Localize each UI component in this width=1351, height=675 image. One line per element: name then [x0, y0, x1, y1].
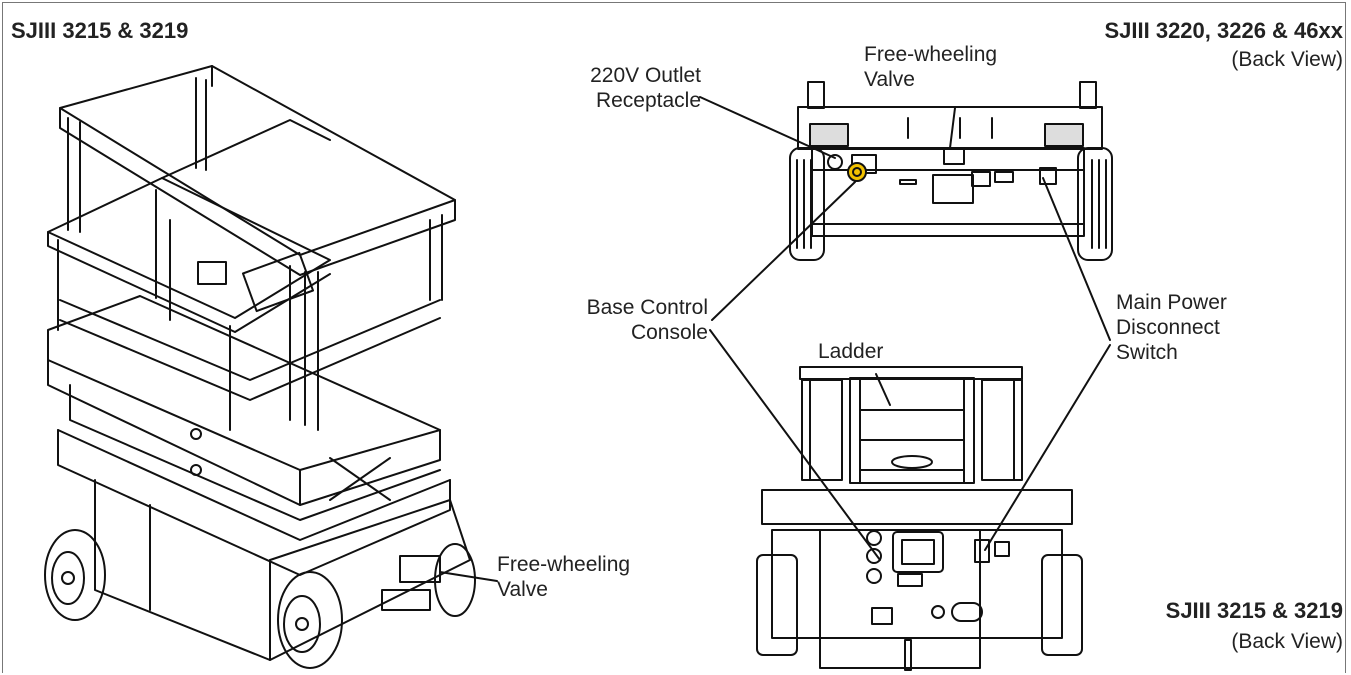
outlet-callout-line2: Receptacle: [595, 89, 701, 112]
bottom-right-model-title: SJIII 3215 & 3219: [1165, 598, 1343, 623]
left-model-title: SJIII 3215 & 3219: [11, 18, 189, 43]
bottom-right-view-subtitle: (Back View): [1231, 630, 1343, 653]
ladder-callout: Ladder: [818, 340, 884, 363]
freewheel-top-line2: Valve: [864, 68, 915, 91]
outlet-callout-line1: 220V Outlet: [590, 64, 701, 87]
base-console-line2: Console: [630, 321, 708, 344]
leader-lines: [439, 96, 1111, 582]
scissor-lift-isometric: [44, 65, 476, 669]
outlet-callout: 220V Outlet Receptacle: [590, 63, 701, 113]
freewheel-left-callout: Free-wheeling Valve: [497, 552, 630, 602]
freewheel-left-line1: Free-wheeling: [497, 553, 631, 576]
base-console-line1: Base Control: [586, 296, 708, 319]
freewheel-top-line1: Free-wheeling: [864, 43, 998, 66]
back-view-3220: [789, 81, 1113, 261]
back-view-3215: [756, 366, 1083, 671]
main-power-line2: Disconnect: [1116, 316, 1220, 339]
top-right-view-subtitle: (Back View): [1231, 48, 1343, 71]
main-power-callout: Main Power Disconnect Switch: [1116, 290, 1227, 365]
main-power-line1: Main Power: [1116, 291, 1227, 314]
main-power-line3: Switch: [1116, 341, 1178, 364]
top-right-model-title: SJIII 3220, 3226 & 46xx: [1104, 18, 1343, 43]
freewheel-left-line2: Valve: [497, 578, 548, 601]
base-console-callout: Base Control Console: [587, 295, 708, 345]
freewheel-top-callout: Free-wheeling Valve: [864, 42, 997, 92]
